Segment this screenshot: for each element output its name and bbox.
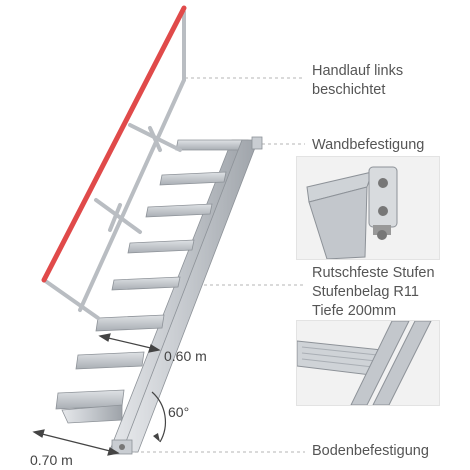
dimension-step-width — [98, 333, 161, 353]
tread-2 — [159, 171, 227, 186]
handrail-red — [41, 5, 187, 283]
tread-1 — [175, 139, 243, 151]
dimension-angle-label: 60° — [168, 404, 190, 420]
label-steps-line-3: Tiefe 200mm — [312, 303, 397, 319]
dimension-base-width-label: 0.70 m — [30, 452, 73, 468]
tread-4 — [127, 239, 195, 254]
label-floor-mount: Bodenbefestigung — [312, 443, 429, 459]
tread-6 — [95, 314, 165, 332]
inset-steps — [296, 320, 440, 406]
dimension-step-width-label: 0.60 m — [164, 348, 207, 364]
tread-7 — [75, 351, 145, 370]
inset-wall-mount — [296, 156, 440, 260]
angle-arc — [151, 391, 167, 443]
label-wall-mount: Wandbefestigung — [312, 137, 425, 153]
label-handrail-line-1: Handlauf links — [312, 63, 404, 79]
dimension-base-width — [32, 429, 120, 456]
label-steps-line-1: Rutschfeste Stufen — [312, 265, 435, 281]
wall-mount-detail — [297, 157, 439, 259]
tread-3 — [145, 203, 213, 218]
label-steps-line-2: Stufenbelag R11 — [312, 284, 419, 300]
steps-detail — [297, 321, 439, 405]
treads — [55, 139, 243, 410]
wall-mount-plate — [251, 136, 263, 150]
label-handrail-line-2: beschichtet — [312, 82, 386, 98]
tread-5 — [111, 276, 181, 291]
handrail-frame — [42, 10, 186, 320]
